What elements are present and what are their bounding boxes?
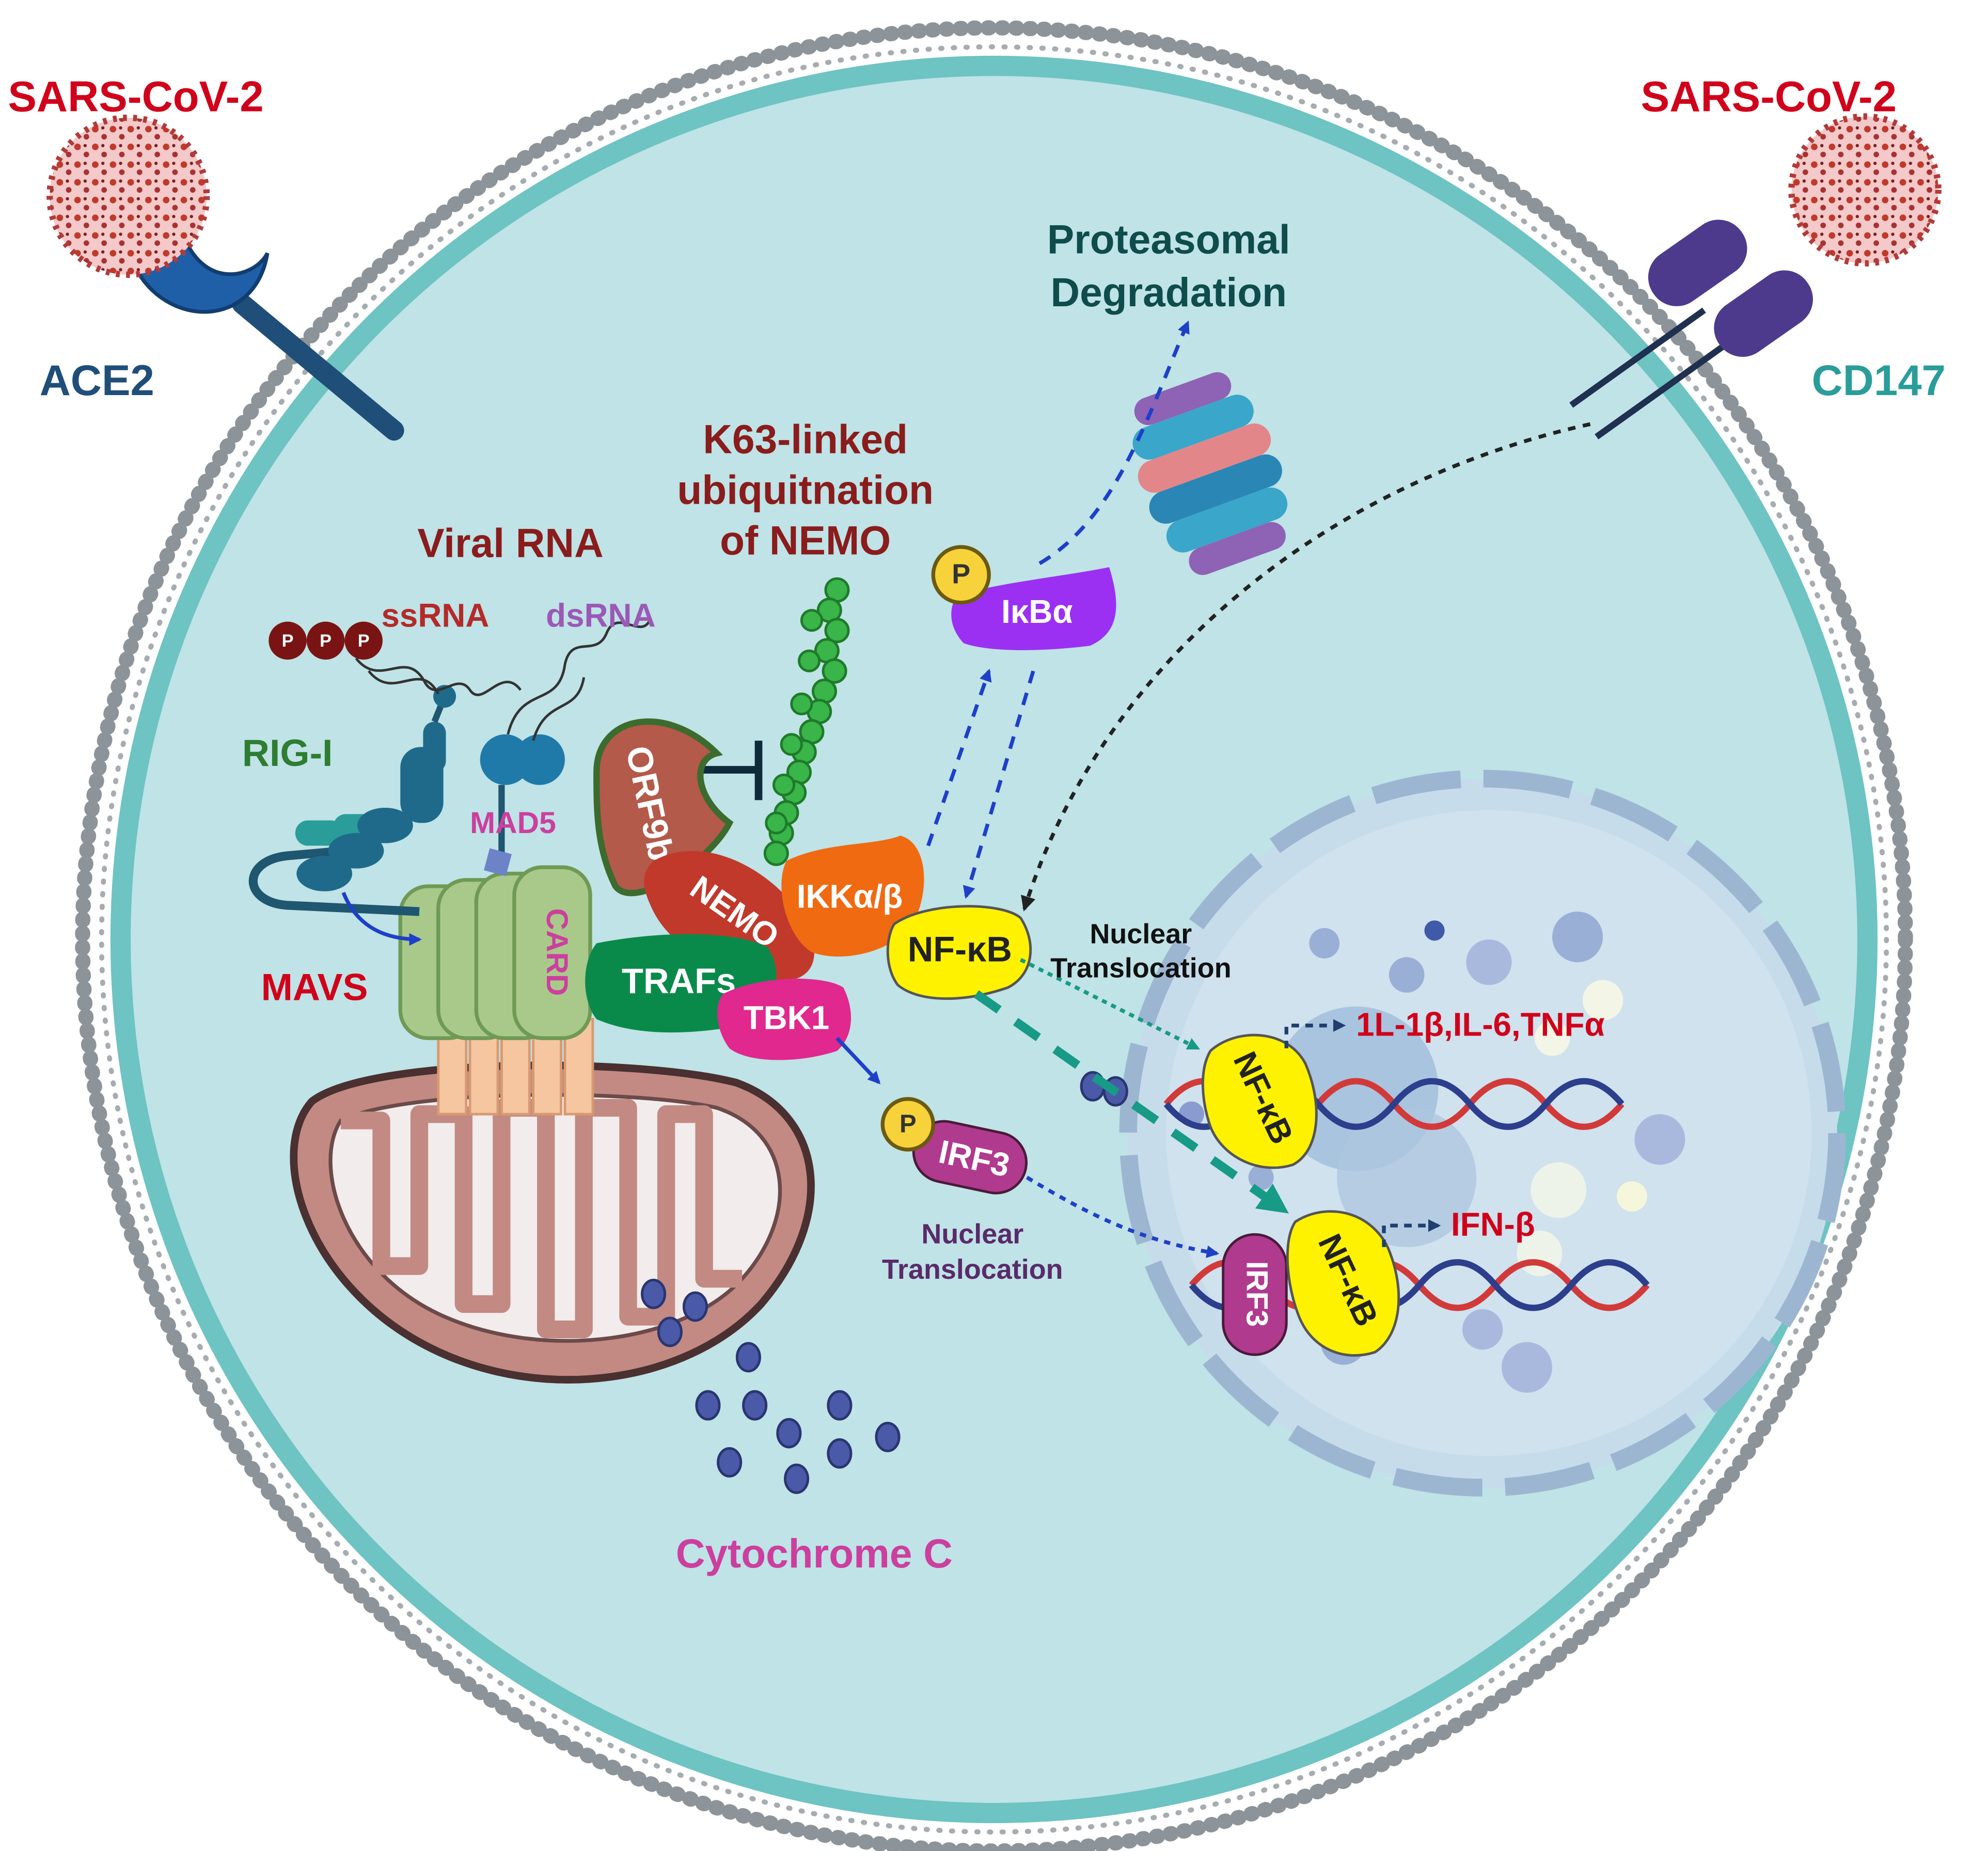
ifnb-label: IFN-β (1451, 1206, 1535, 1243)
cd147-label: CD147 (1812, 356, 1946, 404)
ssrna-label: ssRNA (382, 597, 490, 634)
k63-label-line1: K63-linked (703, 417, 908, 462)
irf3-phosphate: P (880, 1097, 936, 1152)
nfkb-cytoplasm-label: NF-κB (908, 930, 1012, 969)
ikba-label: IκBα (1001, 593, 1072, 630)
ikba-protein: IκBα (951, 567, 1116, 650)
irf3-nucleus: IRF3 (1222, 1233, 1288, 1356)
tbk1-label: TBK1 (744, 999, 829, 1037)
ace2-label: ACE2 (40, 356, 154, 404)
ikba-phosphate-label: P (952, 559, 970, 590)
cytochrome-c-label: Cytochrome C (676, 1531, 953, 1576)
rig-i-label: RIG-I (242, 731, 333, 774)
nfkb-nucleus-upper: NF-κB (1201, 1033, 1318, 1169)
rig-to-mavs-arrow (341, 891, 422, 946)
cytokines-label: 1L-1β,IL-6,TNFα (1356, 1006, 1605, 1043)
degradation-label: Degradation (1050, 270, 1287, 315)
ppp-cap: P P P (269, 621, 383, 660)
mitochondrion (290, 1061, 815, 1384)
inhibition-symbol (698, 741, 763, 801)
card-label: CARD (540, 908, 574, 996)
cell-membrane-inner (99, 44, 1889, 1835)
viral-rna-label: Viral RNA (417, 521, 603, 566)
rig-i-protein (248, 685, 456, 916)
virus-right-label: SARS-CoV-2 (1641, 73, 1897, 121)
ikba-phosphate: P (931, 545, 991, 605)
orf9b-protein: ORF9b (593, 718, 734, 897)
irf3-phosphate-label: P (900, 1110, 917, 1138)
virus-left (46, 114, 210, 278)
proteasome (1132, 372, 1288, 575)
ubiquitin-chain (763, 577, 850, 866)
pathway-arrows (835, 320, 1591, 1258)
virus-right (1788, 113, 1942, 267)
phosphate-3-label: P (358, 631, 370, 651)
cytochrome-c-molecules (641, 1071, 1128, 1494)
mda5-protein (480, 734, 565, 876)
nuclear-translocation-lower-2: Translocation (882, 1254, 1063, 1285)
nfkb-nucleus-lower: NF-κB (1286, 1210, 1400, 1357)
ikk-protein: IKKα/β (781, 835, 924, 957)
virus-left-label: SARS-CoV-2 (8, 73, 263, 121)
mavs-label: MAVS (261, 966, 368, 1009)
irf3-nucleus-label: IRF3 (1240, 1261, 1273, 1327)
k63-label-line2: ubiquitnation (677, 467, 934, 513)
cd147-receptor (1569, 219, 1813, 440)
irf3-cytoplasm: IRF3 (912, 1120, 1028, 1195)
nuclear-translocation-upper-2: Translocation (1050, 953, 1232, 984)
proteasomal-label: Proteasomal (1047, 216, 1290, 262)
viral-rna-strands (355, 619, 651, 741)
ikk-label: IKKα/β (797, 877, 903, 915)
mavs-complex: CARD (398, 865, 594, 1116)
phosphate-1-label: P (282, 631, 294, 651)
traf-label: TRAFs (622, 961, 736, 1001)
k63-label-line3: of NEMO (720, 518, 891, 563)
dsrna-label: dsRNA (546, 597, 655, 634)
text-labels: SARS-CoV-2 SARS-CoV-2 ACE2 CD147 Proteas… (8, 73, 1946, 1576)
mad5-label: MAD5 (470, 806, 556, 840)
tbk1-protein: TBK1 (717, 979, 851, 1060)
nfkb-cytoplasm: NF-κB (886, 905, 1032, 1000)
nuclear-translocation-lower-1: Nuclear (921, 1218, 1023, 1249)
nuclear-translocation-upper-1: Nuclear (1090, 918, 1192, 949)
phosphate-2-label: P (320, 631, 332, 651)
